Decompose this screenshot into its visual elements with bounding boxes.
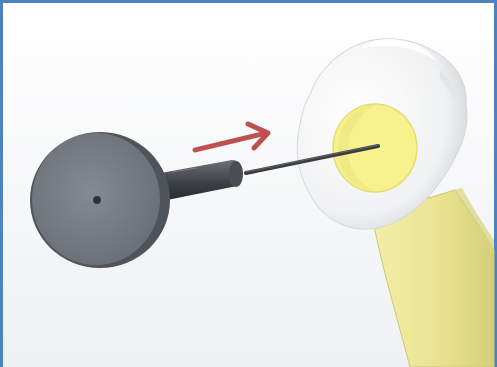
- reamer-icon: [30, 132, 170, 268]
- reamer-center-hole: [93, 196, 101, 204]
